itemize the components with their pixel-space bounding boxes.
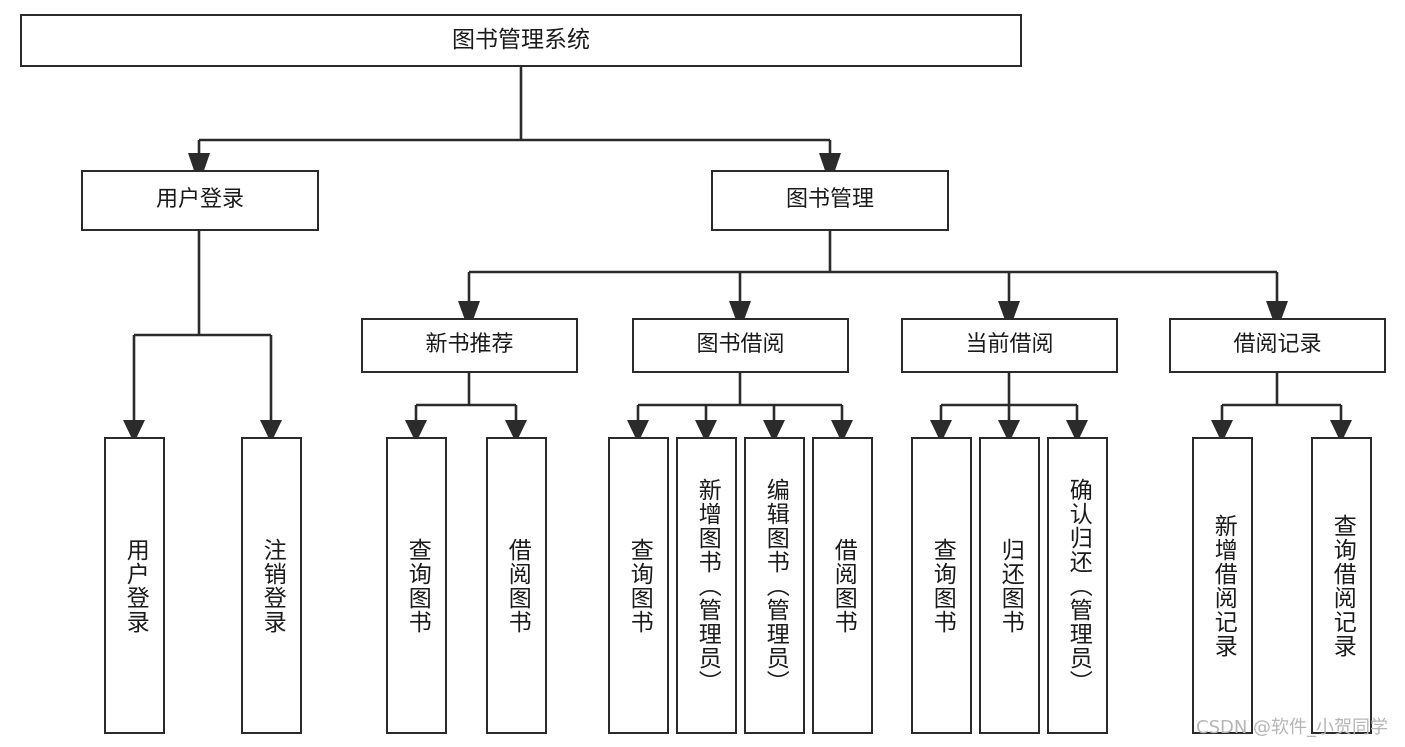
watermark-text: CSDN @软件_小贺同学: [1196, 717, 1389, 738]
node-borrow-record[interactable]: 借阅记录: [1169, 318, 1386, 373]
node-label: 用户登录: [122, 537, 149, 634]
node-book-management[interactable]: 图书管理: [711, 170, 949, 231]
node-label: 图书借阅: [696, 332, 785, 358]
node-label: 确认归还（管理员）: [1065, 477, 1092, 694]
leaf-add-borrow-record[interactable]: 新增借阅记录: [1192, 437, 1253, 734]
node-current-borrow[interactable]: 当前借阅: [901, 318, 1118, 373]
node-label: 用户登录: [155, 187, 244, 213]
node-label: 图书管理系统: [452, 26, 590, 53]
node-new-book-recommend[interactable]: 新书推荐: [361, 318, 578, 373]
node-label: 新书推荐: [425, 332, 514, 358]
leaf-logout[interactable]: 注销登录: [241, 437, 302, 734]
leaf-query-book-current[interactable]: 查询图书: [911, 437, 972, 734]
leaf-add-book-admin[interactable]: 新增图书（管理员）: [676, 437, 737, 734]
node-label: 借阅记录: [1233, 332, 1322, 358]
node-label: 编辑图书（管理员）: [762, 477, 789, 694]
node-label: 当前借阅: [965, 332, 1054, 358]
node-label: 查询图书: [626, 537, 653, 634]
node-label: 查询图书: [404, 537, 431, 634]
node-label: 新增借阅记录: [1210, 513, 1237, 658]
node-book-borrow[interactable]: 图书借阅: [632, 318, 849, 373]
node-label: 借阅图书: [504, 537, 531, 634]
leaf-query-borrow-record[interactable]: 查询借阅记录: [1311, 437, 1372, 734]
node-user-login[interactable]: 用户登录: [81, 170, 319, 231]
leaf-edit-book-admin[interactable]: 编辑图书（管理员）: [744, 437, 805, 734]
node-label: 借阅图书: [830, 537, 857, 634]
leaf-borrow-book-newbook[interactable]: 借阅图书: [486, 437, 547, 734]
leaf-query-book-newbook[interactable]: 查询图书: [386, 437, 447, 734]
node-root-system[interactable]: 图书管理系统: [20, 14, 1022, 67]
leaf-user-login[interactable]: 用户登录: [104, 437, 165, 734]
leaf-query-book-borrow[interactable]: 查询图书: [608, 437, 669, 734]
node-label: 注销登录: [259, 537, 286, 634]
arrow-heads: [123, 153, 1352, 443]
leaf-borrow-book[interactable]: 借阅图书: [812, 437, 873, 734]
node-label: 新增图书（管理员）: [694, 477, 721, 694]
leaf-confirm-return-admin[interactable]: 确认归还（管理员）: [1047, 437, 1108, 734]
node-label: 查询借阅记录: [1329, 513, 1356, 658]
node-label: 图书管理: [785, 187, 874, 213]
leaf-return-book[interactable]: 归还图书: [979, 437, 1040, 734]
node-label: 查询图书: [929, 537, 956, 634]
node-label: 归还图书: [997, 537, 1024, 634]
